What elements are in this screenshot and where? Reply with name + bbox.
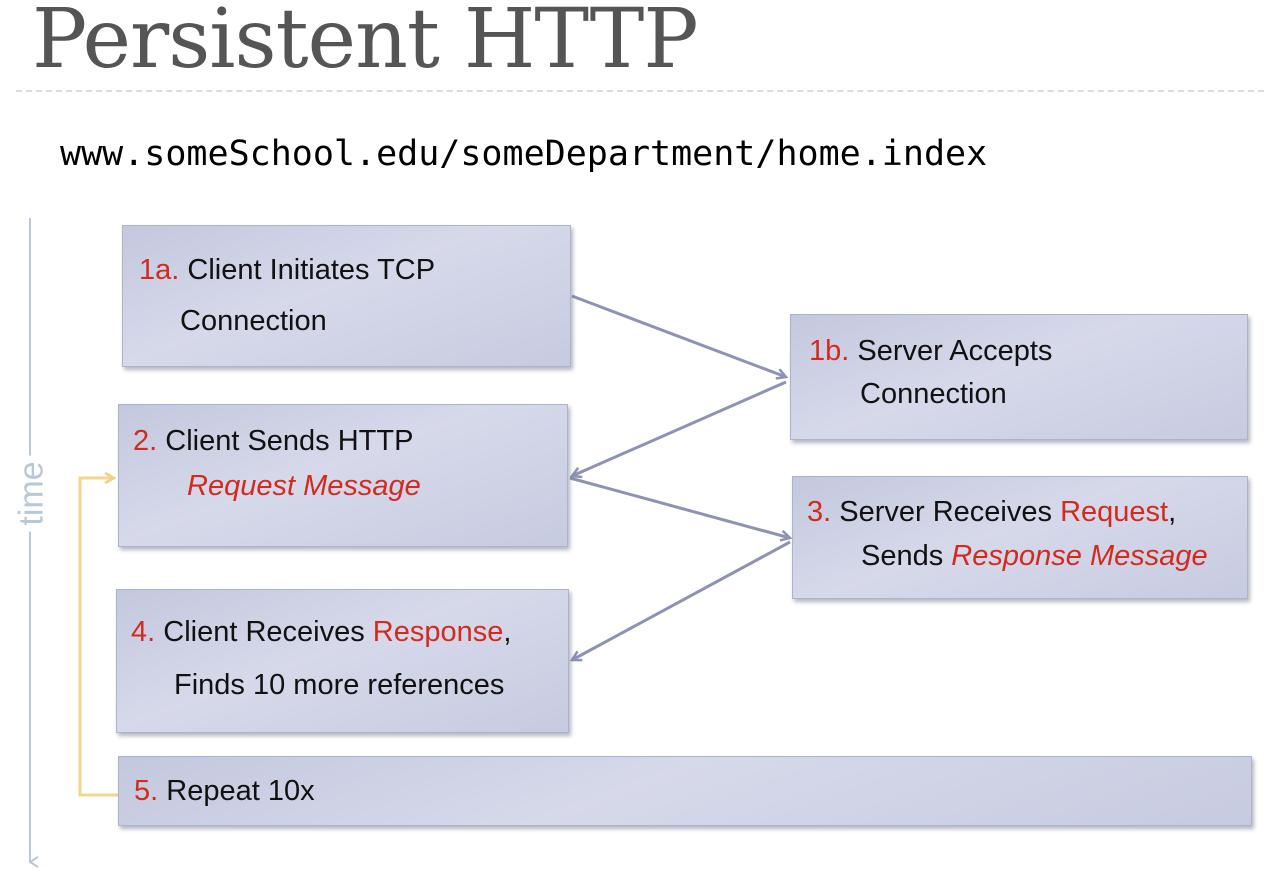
step-2-box: 2. Client Sends HTTP Request Message [118,404,568,547]
step-4-text-comma: , [503,616,512,648]
step-1b-number: 1b. [809,335,850,367]
step-1a-number: 1a. [139,254,180,286]
step-3-text-response-message: Response Message [951,540,1208,572]
step-5-box: 5. Repeat 10x [118,756,1252,826]
repeat-loop-arrow [78,478,120,797]
step-3-text-a: Server Receives [839,496,1061,528]
step-2-number: 2. [133,425,158,457]
step-4-text-response: Response [372,616,504,648]
step-4-box: 4. Client Receives Response, Finds 10 mo… [116,589,569,733]
step-2-text: Client Sends HTTP [165,425,414,457]
step-3-box: 3. Server Receives Request, Sends Respon… [792,476,1248,599]
step-1b-text: Server Accepts [857,335,1053,367]
step-4-text-a: Client Receives [163,616,373,648]
arrow-1a-to-1b [571,294,786,377]
time-axis-label: time [12,455,52,532]
step-5-number: 5. [134,775,159,807]
url-text: www.someSchool.edu/someDepartment/home.i… [60,134,988,174]
step-1b-text-line2: Connection [860,378,1007,410]
step-4-text-line2: Finds 10 more references [174,669,505,701]
step-3-text-sends: Sends [861,540,952,572]
step-3-number: 3. [807,496,832,528]
step-1a-box: 1a. Client Initiates TCP Connection [122,225,571,367]
step-3-text-comma: , [1168,496,1177,528]
arrow-3-to-4 [572,540,791,660]
slide-title: Persistent HTTP [32,0,699,87]
step-3-text-request: Request [1060,496,1169,528]
step-1b-box: 1b. Server Accepts Connection [790,314,1248,440]
step-2-text-line2: Request Message [187,470,421,502]
step-1a-text-line2: Connection [180,305,327,337]
step-1a-text: Client Initiates TCP [187,254,436,286]
step-4-number: 4. [131,616,156,648]
step-5-text: Repeat 10x [166,775,315,807]
arrow-2-to-3 [569,476,790,538]
arrow-1b-to-2 [572,380,787,476]
title-divider [16,90,1264,92]
